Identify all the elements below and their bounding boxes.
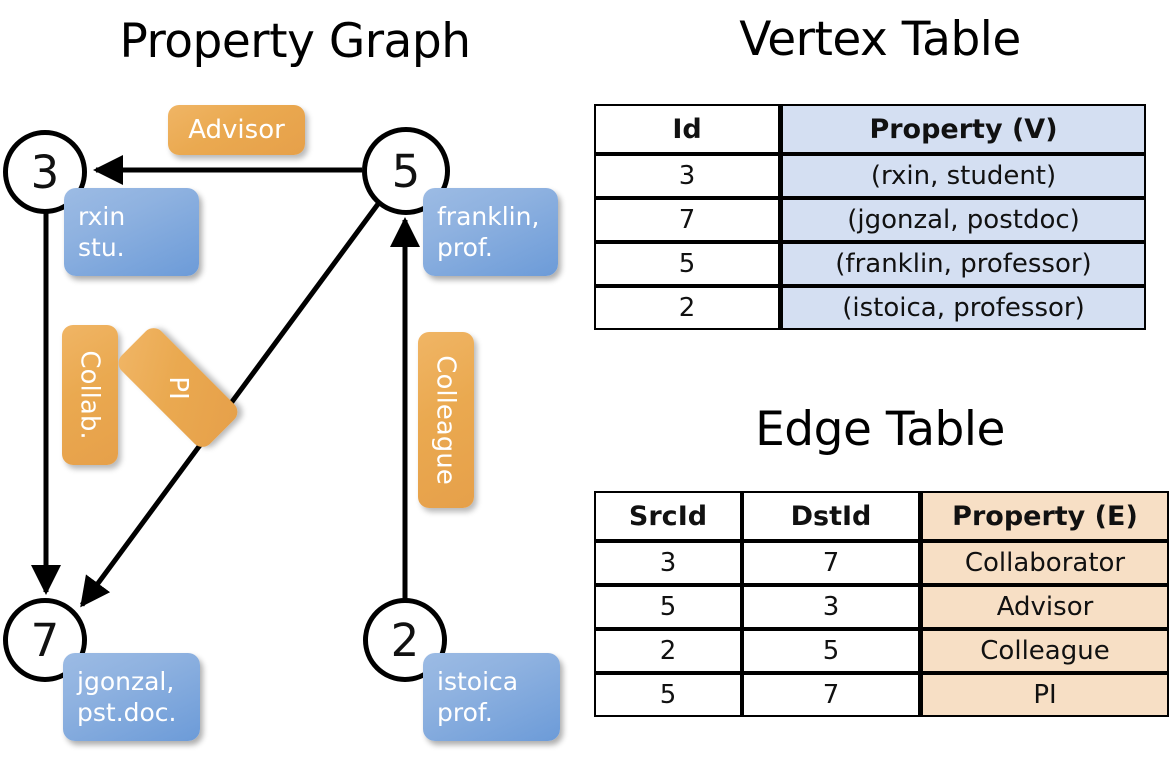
vertex-cell-id: 5 — [594, 242, 780, 286]
edge-cell-srcid: 3 — [594, 541, 742, 585]
page-title-vertex-table: Vertex Table — [739, 12, 1021, 67]
table-row[interactable]: 2 5 Colleague — [594, 629, 1169, 673]
node-2-property-line2: prof. — [437, 698, 493, 727]
edge-label-pi-text: PI — [162, 375, 193, 400]
edge-cell-property: Advisor — [920, 585, 1169, 629]
edge-table-header-row: SrcId DstId Property (E) — [594, 491, 1169, 541]
edge-cell-dstid: 7 — [742, 673, 920, 717]
node-7-property-line2: pst.doc. — [77, 698, 177, 727]
property-graph-diagram: 3 5 7 2 rxin stu. franklin, prof. jgonza… — [3, 105, 560, 741]
vertex-cell-id: 7 — [594, 198, 780, 242]
edge-label-advisor-text: Advisor — [188, 115, 285, 145]
edge-cell-dstid: 7 — [742, 541, 920, 585]
edge-header-srcid: SrcId — [594, 491, 742, 541]
edge-label-colleague: Colleague — [418, 332, 474, 508]
node-2-property-box: istoica prof. — [423, 653, 560, 741]
graph-node-2[interactable]: 2 — [363, 598, 447, 682]
edge-label-collab-text: Collab. — [75, 350, 105, 440]
vertex-header-id: Id — [594, 104, 780, 154]
edge-header-property: Property (E) — [920, 491, 1169, 541]
edge-cell-property: PI — [920, 673, 1169, 717]
table-row[interactable]: 5 (franklin, professor) — [594, 242, 1146, 286]
edge-cell-dstid: 5 — [742, 629, 920, 673]
table-row[interactable]: 7 (jgonzal, postdoc) — [594, 198, 1146, 242]
graph-node-5[interactable]: 5 — [362, 127, 450, 215]
edge-cell-dstid: 3 — [742, 585, 920, 629]
node-5-property-line1: franklin, — [437, 201, 540, 231]
node-2-property-line1: istoica — [437, 666, 519, 696]
edge-cell-srcid: 2 — [594, 629, 742, 673]
table-row[interactable]: 3 7 Collaborator — [594, 541, 1169, 585]
table-row[interactable]: 3 (rxin, student) — [594, 154, 1146, 198]
vertex-table: Id Property (V) 3 (rxin, student) 7 (jgo… — [594, 104, 1146, 330]
edge-label-collab: Collab. — [62, 325, 118, 465]
vertex-table-header-row: Id Property (V) — [594, 104, 1146, 154]
node-3-property-line2: stu. — [78, 233, 125, 262]
vertex-cell-id: 2 — [594, 286, 780, 330]
page-title-property-graph: Property Graph — [119, 14, 472, 69]
table-row[interactable]: 2 (istoica, professor) — [594, 286, 1146, 330]
node-5-property-line2: prof. — [437, 233, 493, 262]
vertex-cell-property: (istoica, professor) — [780, 286, 1146, 330]
edge-cell-srcid: 5 — [594, 585, 742, 629]
edge-label-advisor: Advisor — [168, 105, 305, 155]
table-row[interactable]: 5 3 Advisor — [594, 585, 1169, 629]
vertex-cell-property: (jgonzal, postdoc) — [780, 198, 1146, 242]
vertex-header-property: Property (V) — [780, 104, 1146, 154]
node-5-property-box: franklin, prof. — [423, 188, 558, 276]
node-7-property-line1: jgonzal, — [77, 666, 175, 696]
vertex-cell-property: (franklin, professor) — [780, 242, 1146, 286]
edge-label-colleague-text: Colleague — [431, 355, 462, 485]
vertex-cell-id: 3 — [594, 154, 780, 198]
page-title-edge-table: Edge Table — [755, 402, 1005, 457]
table-row[interactable]: 5 7 PI — [594, 673, 1169, 717]
edge-header-dstid: DstId — [742, 491, 920, 541]
node-7-property-box: jgonzal, pst.doc. — [63, 653, 200, 741]
edge-cell-srcid: 5 — [594, 673, 742, 717]
edge-table: SrcId DstId Property (E) 3 7 Collaborato… — [594, 491, 1169, 717]
node-3-property-box: rxin stu. — [64, 188, 199, 276]
edge-cell-property: Colleague — [920, 629, 1169, 673]
edge-cell-property: Collaborator — [920, 541, 1169, 585]
vertex-cell-property: (rxin, student) — [780, 154, 1146, 198]
node-3-property-line1: rxin — [78, 201, 126, 231]
